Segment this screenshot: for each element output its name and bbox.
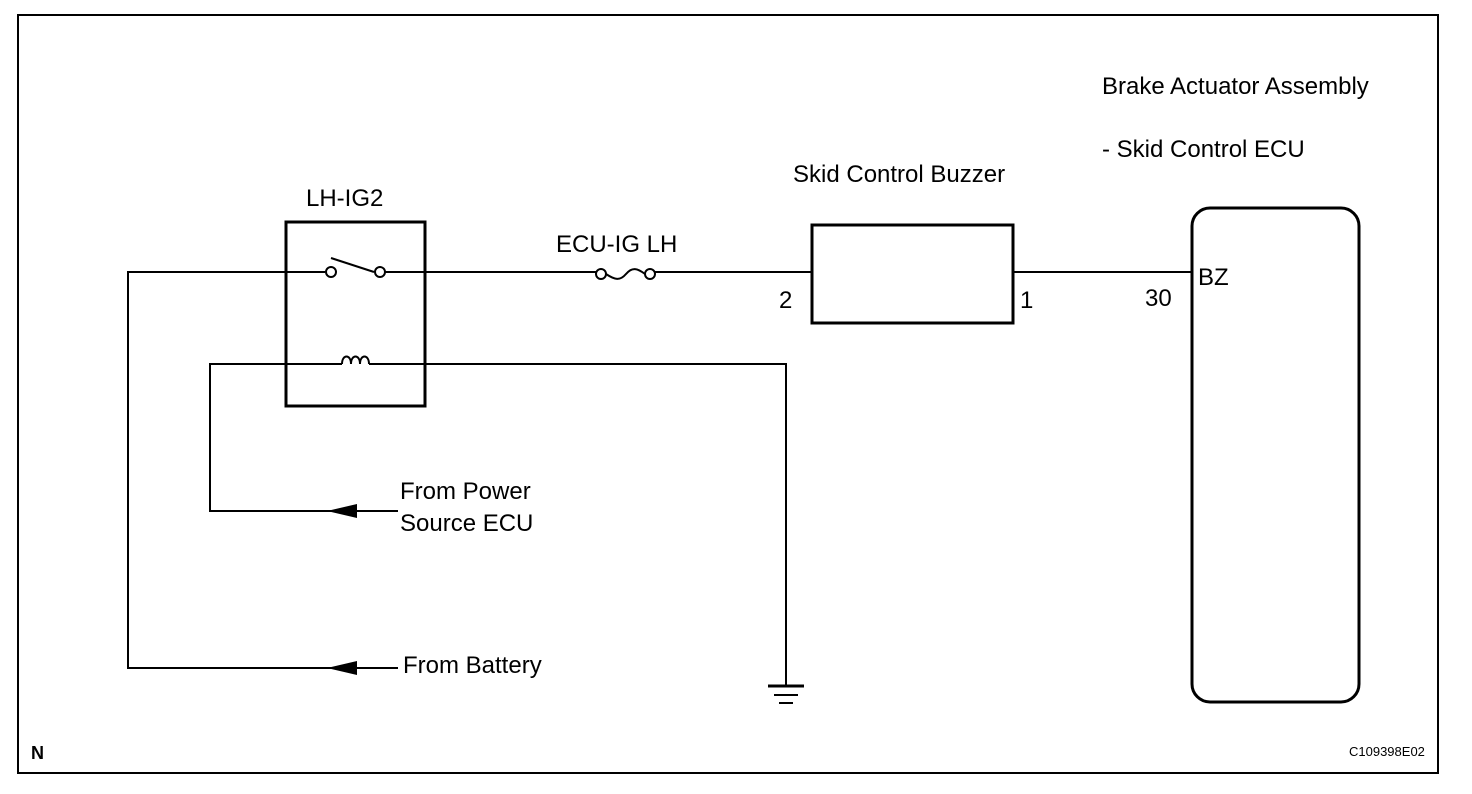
coil-ground-wire <box>369 363 787 685</box>
relay-box <box>284 220 427 408</box>
buzzer-label: Skid Control Buzzer <box>793 161 1005 188</box>
battery-label: From Battery <box>403 652 542 679</box>
power-source-label-1: From Power <box>400 478 531 505</box>
battery-arrow <box>327 661 357 675</box>
fuse-element <box>605 268 646 280</box>
switch-blade <box>330 257 375 273</box>
buzzer-pin-in: 2 <box>779 287 792 314</box>
corner-mark: N <box>31 743 44 763</box>
figure-code: C109398E02 <box>1349 744 1425 759</box>
switch-contact-left <box>325 266 337 278</box>
buzzer-box <box>810 223 1015 325</box>
ecu-pin-name: BZ <box>1198 264 1229 291</box>
switch-contact-right <box>374 266 386 278</box>
fuse-label: ECU-IG LH <box>556 231 677 258</box>
power-source-arrow <box>327 504 357 518</box>
coil-control-wire <box>209 363 398 512</box>
ecu-box <box>1190 206 1361 704</box>
ecu-pin-number: 30 <box>1145 285 1172 312</box>
fuse-terminal-left <box>595 268 607 280</box>
ecu-subtitle-label: - Skid Control ECU <box>1102 136 1305 163</box>
fuse-terminal-right <box>644 268 656 280</box>
power-source-label-2: Source ECU <box>400 510 533 537</box>
battery-wire <box>127 271 398 669</box>
buzzer-pin-out: 1 <box>1020 287 1033 314</box>
ecu-title-label: Brake Actuator Assembly <box>1102 73 1369 100</box>
coil-symbol <box>341 355 370 365</box>
relay-label: LH-IG2 <box>306 185 383 212</box>
